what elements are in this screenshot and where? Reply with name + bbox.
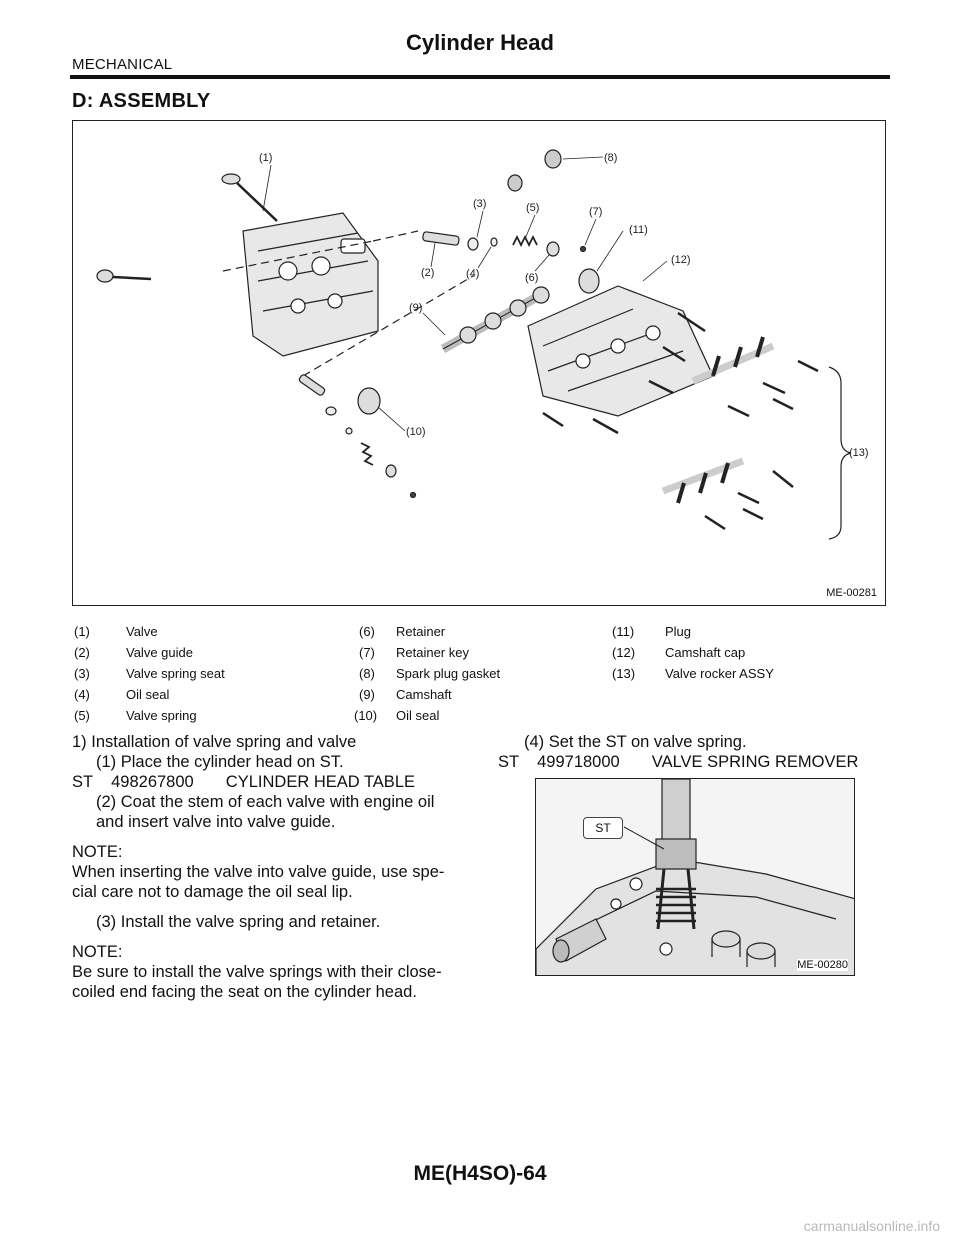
legend-label: Camshaft [396,687,452,702]
legend-num: (13) [612,666,636,681]
svg-text:(6): (6) [525,272,538,284]
right-column: (4) Set the ST on valve spring. ST 49971… [498,732,898,772]
valve-spring-remover-figure: ST ME-00280 [535,778,855,976]
legend-num: (4) [74,687,90,702]
legend-label: Oil seal [126,687,170,702]
header-divider [70,75,890,79]
page-number: ME(H4SO)-64 [413,1162,547,1185]
legend-num: (2) [74,645,90,660]
legend-row: (3) Valve spring seat (8) Spark plug gas… [74,666,886,686]
legend-label: Plug [665,624,692,639]
legend-num: (11) [612,624,635,639]
svg-text:(3): (3) [473,198,486,210]
special-tool-1: ST 498267800 CYLINDER HEAD TABLE [72,773,415,791]
legend-label: Valve rocker ASSY [665,666,774,681]
legend-row: (4) Oil seal (9) Camshaft [74,687,886,707]
note-title: NOTE: [72,843,123,861]
legend-num: (3) [74,666,90,681]
legend-label: Valve spring seat [126,666,225,681]
legend-label: Retainer [396,624,446,639]
legend-row: (1) Valve (6) Retainer (11) Plug [74,624,886,644]
section-heading: D: ASSEMBLY [72,90,211,112]
legend-num: (7) [359,645,375,660]
figure-id: ME-00281 [826,587,877,599]
step-1-4: (4) Set the ST on valve spring. [524,733,747,751]
cylinder-head-illustration: (1) (2) (3) (4) (5) (6) (7) (8) (9) (10)… [96,149,869,540]
legend-num: (10) [354,708,378,723]
legend-label: Spark plug gasket [396,666,501,681]
step-1-1: (1) Place the cylinder head on ST. [96,753,344,771]
note-title: NOTE: [72,943,123,961]
spring-remover-illustration [536,779,854,975]
legend-row: (2) Valve guide (7) Retainer key (12) Ca… [74,645,886,665]
step-1-3: (3) Install the valve spring and retaine… [96,913,381,931]
note-text: cial care not to damage the oil seal lip… [72,883,353,901]
legend-num: (12) [612,645,636,660]
svg-text:(13): (13) [849,447,869,459]
svg-text:(4): (4) [466,268,479,280]
legend-num: (9) [359,687,375,702]
svg-text:(7): (7) [589,206,602,218]
step-1-2-cont: and insert valve into valve guide. [96,813,336,831]
step-1: 1) Installation of valve spring and valv… [72,733,357,751]
svg-text:(8): (8) [604,152,617,164]
svg-text:(9): (9) [409,302,422,314]
step-1-2: (2) Coat the stem of each valve with eng… [96,793,435,811]
note-text: When inserting the valve into valve guid… [72,863,445,881]
special-tool-2: ST 499718000 VALVE SPRING REMOVER [498,753,859,771]
legend-label: Valve [126,624,158,639]
note-text: coiled end facing the seat on the cylind… [72,983,417,1001]
legend-num: (6) [359,624,375,639]
figure-id: ME-00280 [797,959,848,971]
legend-row: (5) Valve spring (10) Oil seal [74,708,886,728]
svg-text:(5): (5) [526,202,539,214]
left-column: 1) Installation of valve spring and valv… [72,732,502,1002]
assembly-exploded-diagram: (1) (2) (3) (4) (5) (6) (7) (8) (9) (10)… [72,120,886,606]
legend-num: (8) [359,666,375,681]
legend-label: Retainer key [396,645,469,660]
legend-label: Oil seal [396,708,440,723]
legend-num: (1) [74,624,90,639]
svg-text:(12): (12) [671,254,691,266]
callout-1: (1) [259,152,272,164]
st-callout: ST [583,817,623,839]
svg-text:(10): (10) [406,426,426,438]
watermark: carmanualsonline.info [803,1218,940,1234]
section-label: MECHANICAL [72,56,173,73]
legend-label: Camshaft cap [665,645,746,660]
svg-text:(2): (2) [421,267,434,279]
note-text: Be sure to install the valve springs wit… [72,963,442,981]
legend-label: Valve spring [126,708,197,723]
svg-text:(11): (11) [629,224,648,236]
legend-num: (5) [74,708,90,723]
valve-head-shape [221,173,241,185]
page-title: Cylinder Head [406,30,554,55]
legend-label: Valve guide [126,645,193,660]
